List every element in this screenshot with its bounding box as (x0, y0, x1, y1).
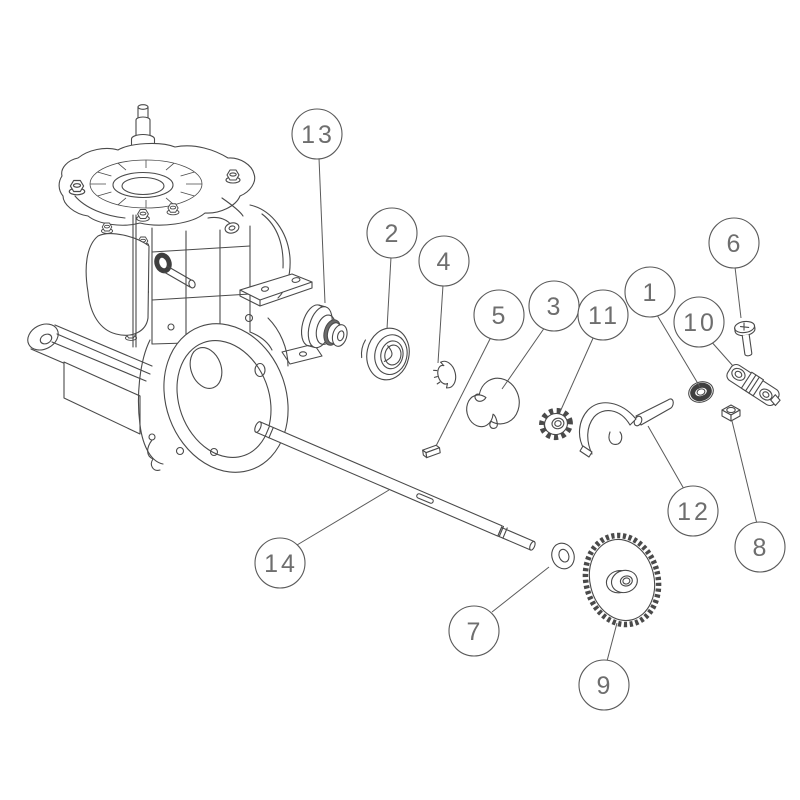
callout-leader-7 (491, 566, 550, 613)
callout-13[interactable]: 13 (291, 108, 343, 160)
callout-14[interactable]: 14 (254, 537, 306, 589)
callout-2-number: 2 (385, 220, 402, 248)
callout-leader-2 (386, 256, 392, 330)
callout-leader-8 (731, 420, 758, 525)
assembly-mid-body (85, 204, 323, 365)
callout-14-number: 14 (264, 550, 298, 578)
part-8-square-nut (721, 404, 741, 422)
assembly-input-tube (27, 323, 153, 435)
callout-3[interactable]: 3 (528, 280, 580, 332)
part-2-ball-bearing (360, 327, 410, 381)
callout-1[interactable]: 1 (624, 266, 676, 318)
callout-leader-11 (559, 335, 595, 413)
callout-leaders (296, 157, 758, 662)
callout-8[interactable]: 8 (734, 521, 786, 573)
part-14-shaft (254, 421, 536, 551)
callout-11-number: 11 (588, 302, 620, 330)
callout-13-number: 13 (301, 121, 335, 149)
part-7-washer (551, 542, 575, 570)
assembly-lower-housing (137, 313, 289, 473)
callout-7-number: 7 (467, 618, 484, 646)
callout-10-number: 10 (683, 309, 717, 337)
part-3-snap-ring (466, 377, 520, 429)
callout-4-number: 4 (437, 248, 454, 276)
callout-2[interactable]: 2 (366, 207, 418, 259)
callout-5[interactable]: 5 (473, 289, 525, 341)
callout-4[interactable]: 4 (418, 235, 470, 287)
part-10-bracket (726, 363, 781, 407)
part-12-shift-fork (579, 398, 674, 458)
callout-6-number: 6 (727, 230, 744, 258)
callout-leader-1 (656, 314, 701, 388)
callout-12-number: 12 (677, 498, 711, 526)
callout-leader-9 (606, 622, 618, 662)
part-1-seal (688, 381, 714, 403)
callout-8-number: 8 (753, 534, 770, 562)
callout-7[interactable]: 7 (448, 605, 500, 657)
callout-balloons: 1 2 3 4 5 6 7 8 (254, 108, 786, 711)
callout-leader-3 (501, 326, 546, 390)
part-6-screw (734, 320, 756, 357)
callout-10[interactable]: 10 (673, 296, 725, 348)
callout-5-number: 5 (492, 302, 509, 330)
callout-3-number: 3 (547, 293, 564, 321)
callout-leader-5 (435, 336, 492, 447)
part-9-spur-gear (582, 532, 662, 628)
callout-leader-10 (708, 338, 734, 367)
callout-leader-14 (296, 489, 390, 546)
part-13-bushing (300, 304, 348, 349)
assembly-mounting-plate (58, 142, 256, 226)
callout-9-number: 9 (597, 672, 614, 700)
part-11-pinion-gear (539, 407, 573, 441)
gearbox-assembly-illustration (27, 104, 323, 473)
callout-6[interactable]: 6 (708, 217, 760, 269)
part-4-e-clip (433, 360, 457, 389)
callout-11[interactable]: 11 (577, 289, 629, 341)
callout-1-number: 1 (643, 279, 660, 307)
callout-leader-13 (318, 157, 326, 304)
callout-9[interactable]: 9 (578, 659, 630, 711)
callout-12[interactable]: 12 (667, 485, 719, 537)
callout-leader-12 (647, 425, 685, 490)
part-5-key (422, 444, 441, 459)
callout-leader-4 (437, 284, 444, 364)
callout-leader-6 (734, 266, 742, 319)
